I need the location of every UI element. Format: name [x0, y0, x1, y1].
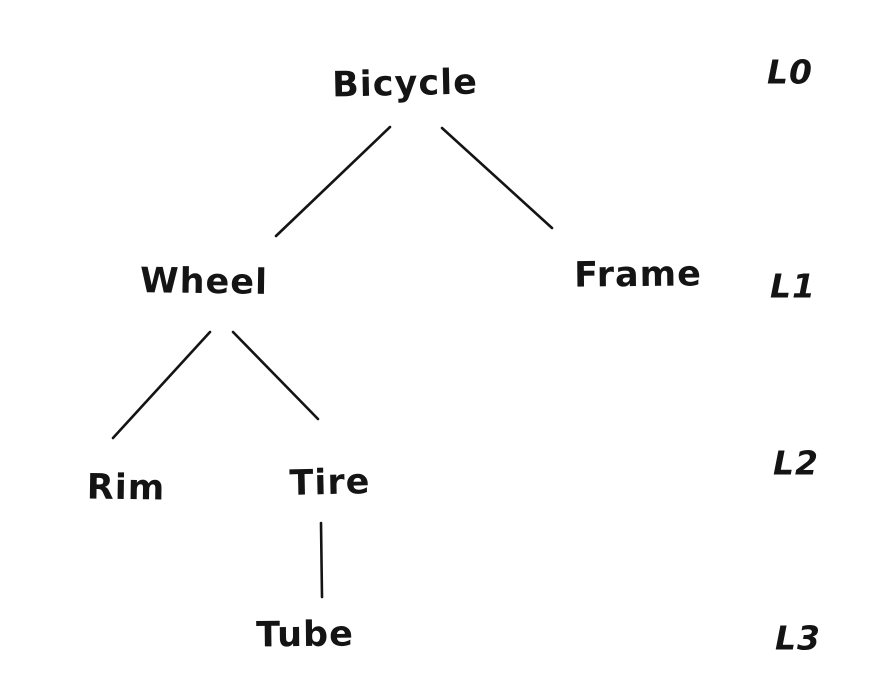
level-label-l0: L0: [767, 52, 813, 92]
edge-bicycle-frame: [440, 126, 554, 230]
edge-tire-tube: [319, 521, 324, 599]
node-wheel: Wheel: [139, 261, 269, 303]
node-frame: Frame: [573, 254, 703, 296]
edge-wheel-tire: [231, 330, 320, 421]
node-rim: Rim: [86, 467, 166, 509]
edge-bicycle-wheel: [274, 125, 392, 238]
level-label-l1: L1: [770, 266, 816, 306]
node-tire: Tire: [289, 462, 371, 504]
node-bicycle: Bicycle: [331, 62, 479, 106]
edge-wheel-rim: [111, 330, 212, 440]
level-label-l2: L2: [773, 443, 819, 483]
node-tube: Tube: [255, 614, 355, 656]
level-label-l3: L3: [775, 618, 821, 658]
